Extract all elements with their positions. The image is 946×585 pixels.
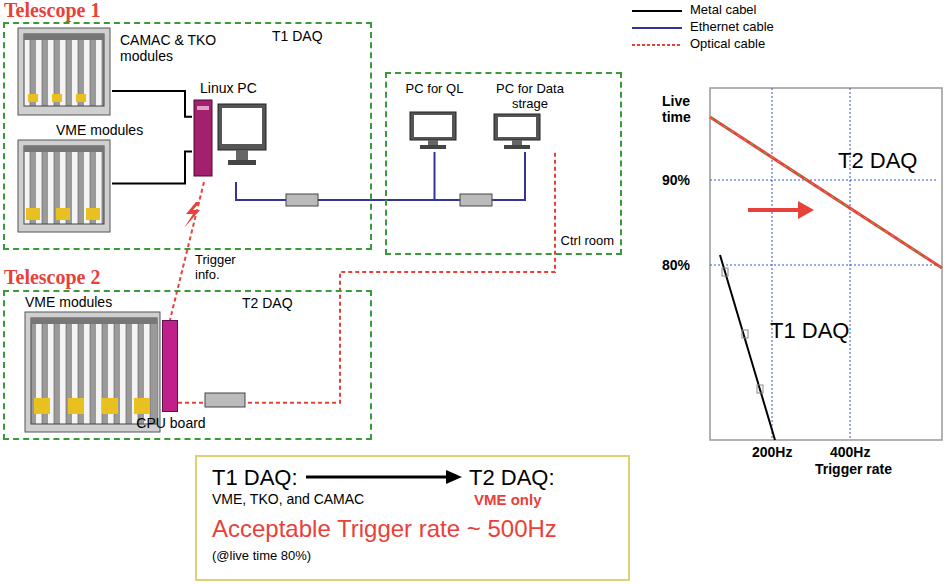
- computer: PC for QL: [397, 80, 472, 152]
- computer: PC for Data strage: [480, 80, 580, 152]
- chart-label: 200Hz: [752, 444, 792, 460]
- network-switch: [460, 194, 492, 206]
- legend-line: [632, 10, 682, 12]
- cable-connector: [112, 91, 192, 117]
- node-label: Acceptable Trigger rate ~ 500Hz: [212, 515, 557, 543]
- legend-label: Optical cable: [690, 37, 765, 52]
- module-crate: CAMAC & TKO modules: [20, 30, 112, 117]
- chart-label: Live time: [662, 93, 706, 125]
- cable-connector: [236, 152, 435, 200]
- network-switch: [205, 393, 245, 407]
- storage-monitor: [494, 114, 540, 149]
- computer: Linux PC: [192, 80, 272, 182]
- legend-label: Metal cabel: [690, 3, 756, 18]
- node-label: PC for Data strage: [480, 82, 580, 112]
- chart-label: 90%: [662, 172, 690, 188]
- edge-label: Trigger info.: [193, 253, 251, 283]
- daq-region: Telescope 1T1 DAQCAMAC & TKO modulesVME …: [3, 22, 372, 250]
- node-label: CAMAC & TKO modules: [120, 32, 230, 64]
- cable-connector: [178, 152, 555, 403]
- camac-crate: [18, 28, 110, 115]
- chart-label: 400Hz: [830, 444, 870, 460]
- room-region: Ctrl room PC for QL PC for Data strage: [385, 72, 622, 255]
- node-label: T1 DAQ: [272, 28, 323, 44]
- chart-label: Trigger rate: [815, 461, 892, 477]
- cable-connector: [112, 151, 192, 183]
- flow-arrow: [446, 470, 462, 484]
- legend-line: [632, 44, 682, 46]
- node-label: T1 DAQ:: [212, 465, 298, 490]
- vme-crate: [25, 312, 160, 432]
- node-label: VME, TKO, and CAMAC: [212, 491, 364, 507]
- cable-connector: [170, 182, 204, 320]
- summary-box: T1 DAQ:VME, TKO, and CAMAC T2 DAQ:VME onl…: [195, 455, 630, 581]
- node-label: T2 DAQ:: [469, 465, 555, 490]
- node-label: T2 DAQ: [242, 295, 293, 311]
- cable-connector: [236, 152, 525, 200]
- module-crate: VME modules: [20, 142, 112, 234]
- chart: [710, 88, 942, 440]
- daq-region: Telescope 2T2 DAQVME modulesCPU board: [3, 290, 372, 440]
- chart-label: T1 DAQ: [770, 318, 849, 343]
- node-label: CPU board: [123, 415, 219, 431]
- node-label: VME modules: [56, 122, 143, 138]
- linux-pc: [194, 100, 266, 176]
- chart-label: 80%: [662, 257, 690, 273]
- vme-crate: [18, 140, 110, 232]
- flow-arrow: [306, 476, 448, 479]
- node-label: Ctrl room: [561, 234, 614, 249]
- node-label: (@live time 80%): [212, 549, 311, 564]
- chart-label: T2 DAQ: [838, 148, 917, 173]
- ql-monitor: [410, 112, 456, 149]
- node-label: Telescope 1: [4, 0, 100, 22]
- legend-line: [632, 27, 682, 29]
- node-label: VME modules: [25, 294, 112, 310]
- network-switch: [286, 194, 318, 206]
- node-label: VME only: [474, 491, 542, 508]
- node-label: Telescope 2: [4, 266, 100, 289]
- node-label: PC for QL: [397, 82, 472, 97]
- lightning-symbol: [184, 202, 200, 228]
- legend-label: Ethernet cable: [690, 20, 774, 35]
- node-label: Linux PC: [200, 80, 257, 96]
- cpu-board: CPU board: [162, 320, 178, 412]
